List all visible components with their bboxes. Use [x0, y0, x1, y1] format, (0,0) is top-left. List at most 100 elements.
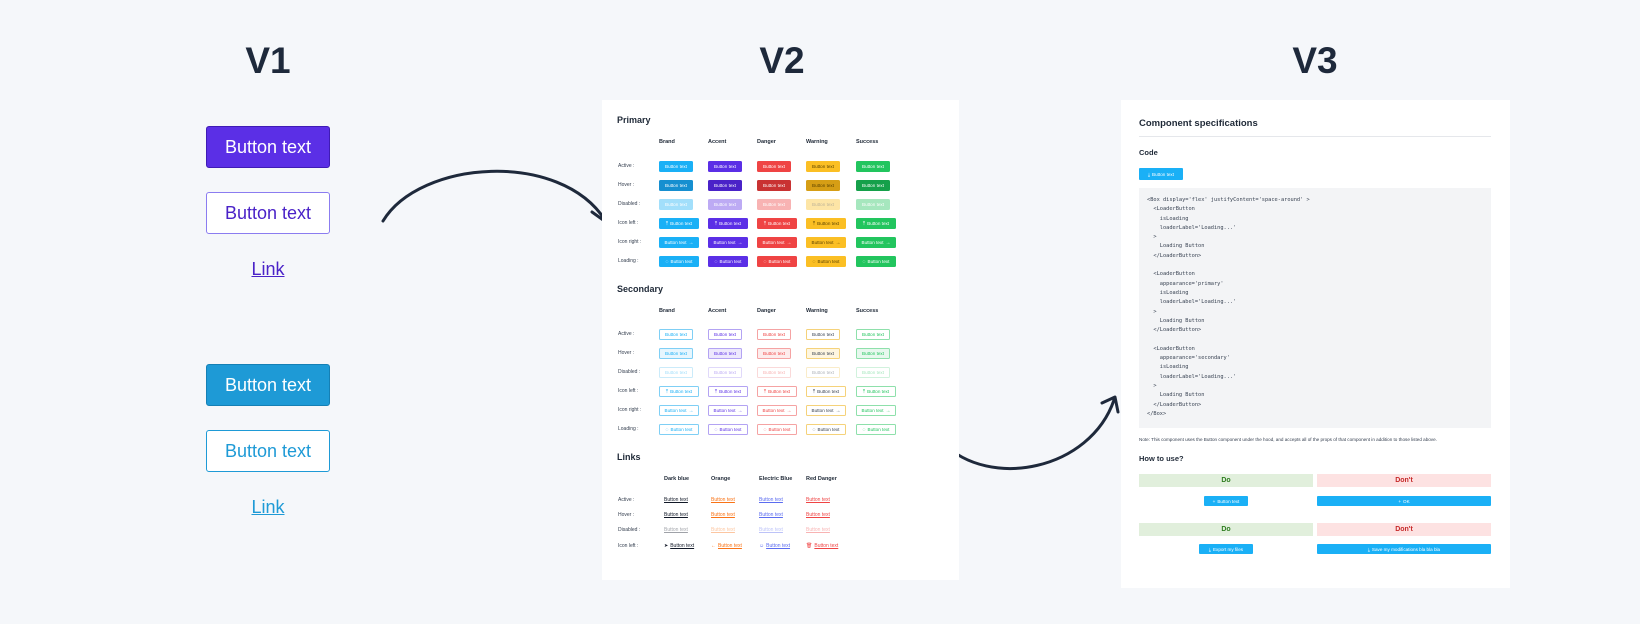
code-example-button[interactable]: ⤓ Button text	[1139, 168, 1183, 180]
primary-brand-disabled-button[interactable]: Button text	[659, 199, 693, 210]
upload-icon: ⤒	[862, 388, 866, 395]
primary-accent-icon-left-button[interactable]: ⤒Button text	[708, 218, 748, 229]
link-orange-active[interactable]: Button text	[711, 497, 735, 503]
primary-danger-loading-button[interactable]: ◌Button text	[757, 256, 797, 267]
primary-accent-loading-button[interactable]: ◌Button text	[708, 256, 748, 267]
do-example-2-button[interactable]: ⤓ Export my files	[1199, 544, 1253, 554]
how-to-heading: How to use?	[1139, 454, 1184, 463]
primary-danger-disabled-button[interactable]: Button text	[757, 199, 791, 210]
link-dark-blue-hover[interactable]: Button text	[664, 512, 688, 518]
secondary-danger-disabled-button[interactable]: Button text	[757, 367, 791, 378]
primary-warning-loading-button[interactable]: ◌Button text	[806, 256, 846, 267]
link-orange-hover[interactable]: Button text	[711, 512, 735, 518]
v1-purple-link[interactable]: Link	[251, 259, 285, 279]
primary-danger-active-button[interactable]: Button text	[757, 161, 791, 172]
secondary-danger-loading-button[interactable]: ◌Button text	[757, 424, 797, 435]
link-electric-blue-active[interactable]: Button text	[759, 497, 783, 503]
v1-title: V1	[245, 40, 291, 81]
primary-brand-icon-right-button[interactable]: Button text→	[659, 237, 699, 248]
primary-brand-loading-button[interactable]: ◌Button text	[659, 256, 699, 267]
secondary-brand-hover-button[interactable]: Button text	[659, 348, 693, 359]
secondary-danger-icon-left-button[interactable]: ⤒Button text	[757, 386, 797, 397]
primary-danger-icon-left-button[interactable]: ⤒Button text	[757, 218, 797, 229]
primary-success-active-button[interactable]: Button text	[856, 161, 890, 172]
secondary-warning-icon-left-button[interactable]: ⤒Button text	[806, 386, 846, 397]
secondary-accent-active-button[interactable]: Button text	[708, 329, 742, 340]
send-icon: ➤	[664, 543, 669, 549]
primary-col-accent: Accent	[708, 139, 727, 145]
primary-warning-icon-right-button[interactable]: Button text→	[806, 237, 846, 248]
secondary-danger-active-button[interactable]: Button text	[757, 329, 791, 340]
secondary-success-loading-button[interactable]: ◌Button text	[856, 424, 896, 435]
v1-secondary-blue-button[interactable]: Button text	[206, 430, 330, 472]
code-line: loaderLabel='Loading...'	[1147, 299, 1237, 306]
primary-warning-hover-button[interactable]: Button text	[806, 180, 840, 191]
link-dark-blue-active[interactable]: Button text	[664, 497, 688, 503]
primary-accent-disabled-button[interactable]: Button text	[708, 199, 742, 210]
secondary-warning-active-button[interactable]: Button text	[806, 329, 840, 340]
primary-accent-active-button[interactable]: Button text	[708, 161, 742, 172]
primary-success-icon-left-button[interactable]: ⤒Button text	[856, 218, 896, 229]
secondary-success-icon-right-button[interactable]: Button text→	[856, 405, 896, 416]
secondary-danger-icon-right-button[interactable]: Button text→	[757, 405, 797, 416]
link-orange-icon-left[interactable]: ←Button text	[711, 543, 742, 549]
secondary-accent-hover-button[interactable]: Button text	[708, 348, 742, 359]
link-dark-blue-disabled[interactable]: Button text	[664, 527, 688, 533]
dont-example-1-button[interactable]: + OK	[1317, 496, 1491, 506]
secondary-brand-active-button[interactable]: Button text	[659, 329, 693, 340]
button-label: Button text	[867, 259, 890, 264]
link-orange-disabled[interactable]: Button text	[711, 527, 735, 533]
dont-example-2-button[interactable]: ⤓ Save my modifications bla bla bla	[1317, 544, 1491, 554]
primary-brand-icon-left-button[interactable]: ⤒Button text	[659, 218, 699, 229]
link-electric-blue-icon-left[interactable]: ☺Button text	[759, 543, 790, 549]
link-electric-blue-disabled[interactable]: Button text	[759, 527, 783, 533]
secondary-warning-hover-button[interactable]: Button text	[806, 348, 840, 359]
secondary-success-icon-left-button[interactable]: ⤒Button text	[856, 386, 896, 397]
v1-primary-purple-button[interactable]: Button text	[206, 126, 330, 168]
primary-warning-icon-left-button[interactable]: ⤒Button text	[806, 218, 846, 229]
secondary-success-hover-button[interactable]: Button text	[856, 348, 890, 359]
do-example-1-button[interactable]: + Button text	[1204, 496, 1248, 506]
secondary-warning-icon-right-button[interactable]: Button text→	[806, 405, 846, 416]
primary-success-hover-button[interactable]: Button text	[856, 180, 890, 191]
link-red-danger-icon-left[interactable]: 🗑Button text	[806, 543, 838, 549]
primary-brand-active-button[interactable]: Button text	[659, 161, 693, 172]
link-red-danger-hover[interactable]: Button text	[806, 512, 830, 518]
secondary-brand-loading-button[interactable]: ◌Button text	[659, 424, 699, 435]
link-red-danger-disabled[interactable]: Button text	[806, 527, 830, 533]
secondary-danger-hover-button[interactable]: Button text	[757, 348, 791, 359]
secondary-accent-loading-button[interactable]: ◌Button text	[708, 424, 748, 435]
primary-success-loading-button[interactable]: ◌Button text	[856, 256, 896, 267]
primary-accent-hover-button[interactable]: Button text	[708, 180, 742, 191]
link-electric-blue-hover[interactable]: Button text	[759, 512, 783, 518]
primary-success-icon-right-button[interactable]: Button text→	[856, 237, 896, 248]
primary-danger-icon-right-button[interactable]: Button text→	[757, 237, 797, 248]
secondary-brand-icon-right-button[interactable]: Button text→	[659, 405, 699, 416]
button-label: Button text	[719, 389, 742, 394]
primary-warning-active-button[interactable]: Button text	[806, 161, 840, 172]
secondary-brand-icon-left-button[interactable]: ⤒Button text	[659, 386, 699, 397]
secondary-warning-disabled-button[interactable]: Button text	[806, 367, 840, 378]
button-label: Button text	[867, 221, 890, 226]
link-red-danger-active[interactable]: Button text	[806, 497, 830, 503]
v1-blue-link[interactable]: Link	[251, 497, 285, 517]
link-dark-blue-icon-left[interactable]: ➤Button text	[664, 543, 694, 549]
v1-primary-blue-button[interactable]: Button text	[206, 364, 330, 406]
primary-accent-icon-right-button[interactable]: Button text→	[708, 237, 748, 248]
secondary-success-disabled-button[interactable]: Button text	[856, 367, 890, 378]
secondary-brand-disabled-button[interactable]: Button text	[659, 367, 693, 378]
primary-success-disabled-button[interactable]: Button text	[856, 199, 890, 210]
button-label: Button text	[811, 240, 834, 245]
link-label: Button text	[718, 543, 742, 549]
secondary-warning-loading-button[interactable]: ◌Button text	[806, 424, 846, 435]
secondary-row-hover: Hover :	[618, 350, 635, 356]
primary-warning-disabled-button[interactable]: Button text	[806, 199, 840, 210]
v1-secondary-purple-button[interactable]: Button text	[206, 192, 330, 234]
arrow-right-icon: →	[688, 407, 694, 414]
primary-brand-hover-button[interactable]: Button text	[659, 180, 693, 191]
primary-danger-hover-button[interactable]: Button text	[757, 180, 791, 191]
secondary-accent-icon-right-button[interactable]: Button text→	[708, 405, 748, 416]
secondary-success-active-button[interactable]: Button text	[856, 329, 890, 340]
secondary-accent-disabled-button[interactable]: Button text	[708, 367, 742, 378]
secondary-accent-icon-left-button[interactable]: ⤒Button text	[708, 386, 748, 397]
